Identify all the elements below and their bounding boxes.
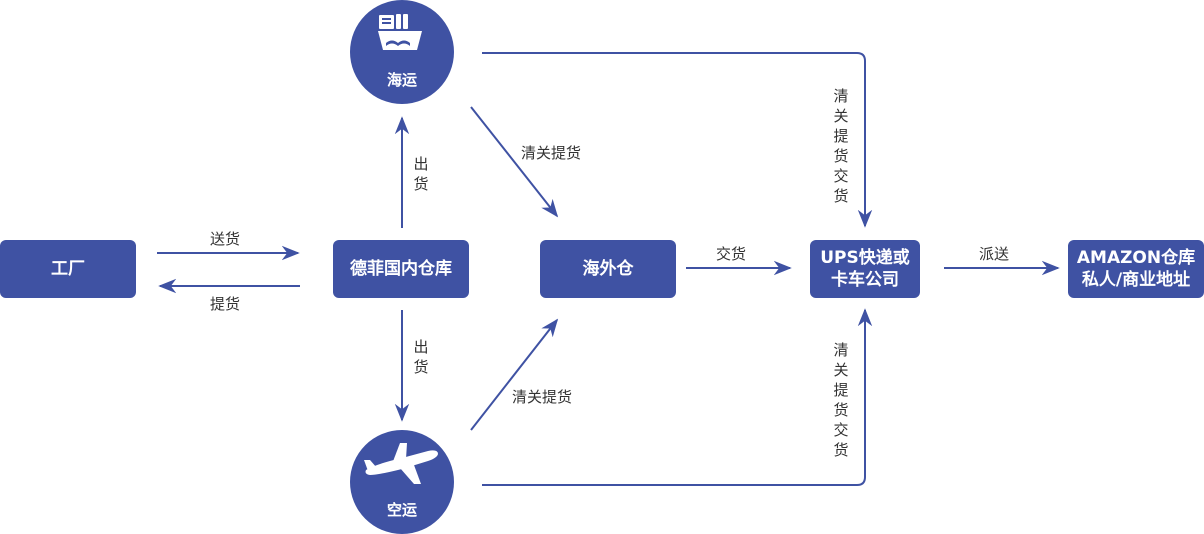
label-pickup: 提货: [210, 295, 241, 313]
label-ship-out-up: 出货: [413, 155, 429, 193]
node-sea-label: 海运: [386, 71, 417, 89]
node-overseas-warehouse: 海外仓: [540, 240, 676, 298]
arrow-customs-pickup-sea: [470, 106, 559, 218]
label-customs-pickup-handover-bottom: 清关提货交货: [833, 341, 849, 459]
label-handover: 交货: [716, 245, 747, 263]
label-deliver: 送货: [210, 230, 241, 248]
airplane-icon: [364, 443, 438, 484]
node-air-label: 空运: [386, 501, 417, 519]
node-sea: 海运: [350, 0, 454, 104]
label-customs-pickup-sea: 清关提货: [521, 144, 582, 162]
arrow-sea-to-ups: [482, 52, 873, 228]
node-factory: 工厂: [0, 240, 136, 298]
label-customs-pickup-air: 清关提货: [512, 388, 573, 406]
node-factory-label: 工厂: [51, 259, 85, 279]
label-ship-out-down: 出货: [413, 338, 429, 376]
arrow-air-to-ups: [482, 308, 873, 486]
node-amazon-label-line2: 私人/商业地址: [1081, 270, 1191, 290]
node-overseas-warehouse-label: 海外仓: [582, 259, 634, 279]
label-dispatch: 派送: [979, 245, 1010, 263]
node-ups-label-line2: 卡车公司: [831, 270, 899, 290]
node-amazon-label-line1: AMAZON仓库: [1076, 248, 1196, 268]
label-customs-pickup-handover-top: 清关提货交货: [833, 87, 849, 205]
node-ups-label-line1: UPS快递或: [820, 248, 910, 268]
node-ups: UPS快递或 卡车公司: [810, 240, 920, 298]
node-domestic-warehouse-label: 德菲国内仓库: [350, 259, 452, 279]
node-air: 空运: [350, 430, 454, 534]
ship-icon: [378, 14, 422, 50]
node-domestic-warehouse: 德菲国内仓库: [333, 240, 469, 298]
node-amazon: AMAZON仓库 私人/商业地址: [1068, 240, 1204, 298]
arrow-customs-pickup-air: [470, 318, 559, 431]
